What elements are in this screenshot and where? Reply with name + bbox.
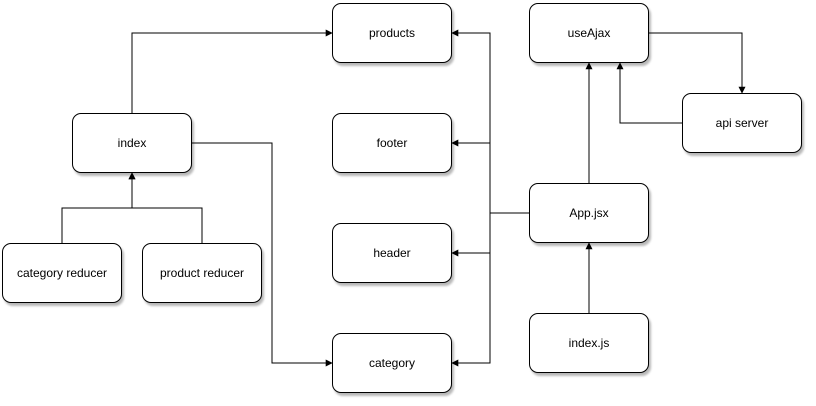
node-footer[interactable]: footer: [332, 113, 452, 173]
node-category-reducer[interactable]: category reducer: [2, 243, 122, 303]
edge-app-jsx-to-footer: [451, 139, 529, 214]
edge-index-to-products: [131, 29, 333, 113]
node-useajax[interactable]: useAjax: [529, 3, 649, 63]
node-header[interactable]: header: [332, 223, 452, 283]
node-index-js[interactable]: index.js: [529, 313, 649, 373]
edge-index-to-category: [192, 142, 333, 367]
edge-app-jsx-to-category: [451, 212, 529, 367]
node-app-jsx[interactable]: App.jsx: [529, 183, 649, 243]
node-index[interactable]: index: [72, 113, 192, 173]
edge-product-reducer-to-index: [128, 172, 203, 243]
edge-api-server-to-useAjax: [616, 62, 682, 124]
node-category[interactable]: category: [332, 333, 452, 393]
node-products[interactable]: products: [332, 3, 452, 63]
edge-category-reducer-to-index: [61, 172, 136, 243]
node-api-server[interactable]: api server: [682, 93, 802, 153]
node-product-reducer[interactable]: product reducer: [142, 243, 262, 303]
edge-useAjax-to-api-server: [649, 32, 746, 94]
